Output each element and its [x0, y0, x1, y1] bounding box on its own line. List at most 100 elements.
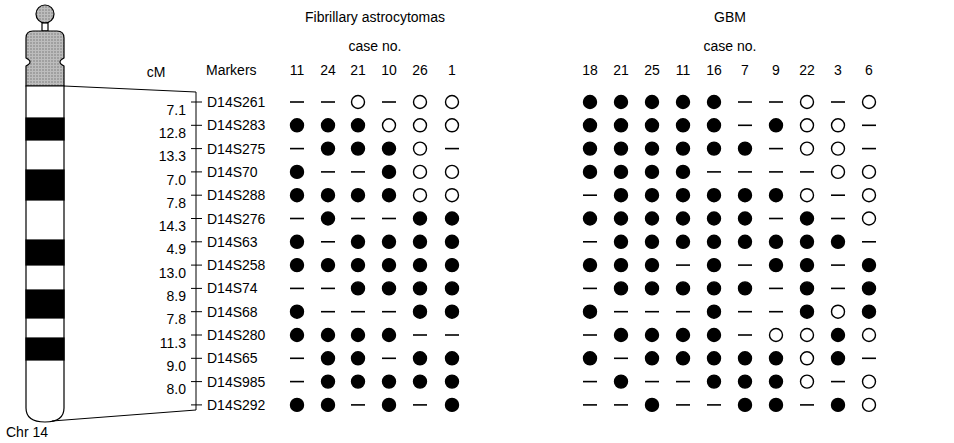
- not-informative-dash: [800, 404, 814, 406]
- not-informative-dash: [676, 264, 690, 266]
- not-informative-dash: [614, 357, 628, 359]
- loss-dot: [677, 189, 690, 202]
- loss-dot: [383, 189, 396, 202]
- loss-dot: [677, 212, 690, 225]
- loss-dot: [291, 398, 304, 411]
- loss-dot: [646, 165, 659, 178]
- loss-dot: [322, 329, 335, 342]
- retained-circle: [863, 165, 876, 178]
- loss-dot: [414, 375, 427, 388]
- not-informative-dash: [800, 171, 814, 173]
- loss-dot: [446, 282, 459, 295]
- loss-dot: [739, 142, 752, 155]
- marker-ticks: [191, 102, 202, 405]
- not-informative-dash: [831, 288, 845, 290]
- marker-name: D14S283: [207, 117, 265, 133]
- retained-circle: [770, 329, 783, 342]
- not-informative-dash: [321, 288, 335, 290]
- not-informative-dash: [738, 101, 752, 103]
- loss-dot: [646, 282, 659, 295]
- not-informative-dash: [862, 357, 876, 359]
- not-informative-dash: [862, 125, 876, 127]
- loss-dot: [801, 259, 814, 272]
- not-informative-dash: [645, 381, 659, 383]
- distance-value: 13.3: [159, 148, 186, 164]
- loss-dot: [584, 119, 597, 132]
- retained-circle: [414, 142, 427, 155]
- not-informative-dash: [382, 311, 396, 313]
- not-informative-dash: [321, 311, 335, 313]
- loss-dot: [708, 352, 721, 365]
- loss-dot: [770, 235, 783, 248]
- case-number: 10: [381, 62, 397, 78]
- loss-dot: [739, 282, 752, 295]
- distance-value: 7.8: [167, 311, 186, 327]
- loss-dot: [352, 142, 365, 155]
- case-number: 11: [676, 62, 691, 78]
- not-informative-dash: [382, 357, 396, 359]
- loss-dot: [646, 212, 659, 225]
- loss-dot: [739, 189, 752, 202]
- retained-circle: [863, 375, 876, 388]
- loss-dot: [708, 189, 721, 202]
- loss-dot: [615, 259, 628, 272]
- not-informative-dash: [831, 101, 845, 103]
- loss-dot: [863, 305, 876, 318]
- not-informative-dash: [614, 404, 628, 406]
- retained-circle: [801, 375, 814, 388]
- case-number: 18: [582, 62, 598, 78]
- marker-name: D14S280: [207, 327, 265, 343]
- not-informative-dash: [445, 148, 459, 150]
- loss-dot: [322, 119, 335, 132]
- loss-dot: [677, 282, 690, 295]
- loss-dot: [770, 398, 783, 411]
- not-informative-dash: [583, 288, 597, 290]
- loss-dot: [615, 375, 628, 388]
- loss-dot: [646, 398, 659, 411]
- distance-value: 11.3: [160, 335, 186, 351]
- loss-dot: [770, 189, 783, 202]
- not-informative-dash: [707, 171, 721, 173]
- not-informative-dash: [583, 381, 597, 383]
- marker-name: D14S74: [207, 280, 258, 296]
- not-informative-dash: [676, 404, 690, 406]
- not-informative-dash: [769, 171, 783, 173]
- loss-dot: [646, 119, 659, 132]
- loss-dot: [646, 259, 659, 272]
- loss-dot: [801, 282, 814, 295]
- not-informative-dash: [831, 381, 845, 383]
- loss-dot: [739, 352, 752, 365]
- loss-dot: [584, 165, 597, 178]
- not-informative-dash: [862, 148, 876, 150]
- axis-heading: cM: [147, 64, 166, 80]
- axis-heading: Markers: [206, 62, 257, 78]
- retained-circle: [832, 165, 845, 178]
- loss-dot: [677, 96, 690, 109]
- retained-circle: [832, 142, 845, 155]
- not-informative-dash: [707, 404, 721, 406]
- marker-name: D14S292: [207, 397, 265, 413]
- case-number: 11: [290, 62, 305, 78]
- loss-dot: [383, 235, 396, 248]
- case-number: 6: [865, 62, 873, 78]
- not-informative-dash: [583, 334, 597, 336]
- marker-name: D14S288: [207, 187, 265, 203]
- case-number: 16: [706, 62, 722, 78]
- loss-dot: [708, 212, 721, 225]
- case-number: 25: [644, 62, 660, 78]
- loss-dot: [615, 165, 628, 178]
- not-informative-dash: [769, 311, 783, 313]
- loss-dot: [352, 119, 365, 132]
- not-informative-dash: [290, 288, 304, 290]
- marker-name: D14S261: [207, 94, 265, 110]
- loss-dot: [646, 142, 659, 155]
- case-number: 21: [350, 62, 366, 78]
- loss-dot: [646, 329, 659, 342]
- case-number: 26: [412, 62, 428, 78]
- not-informative-dash: [290, 148, 304, 150]
- loss-dot: [322, 142, 335, 155]
- retained-circle: [832, 305, 845, 318]
- loss-dot: [414, 305, 427, 318]
- loss-dot: [615, 212, 628, 225]
- not-informative-dash: [382, 101, 396, 103]
